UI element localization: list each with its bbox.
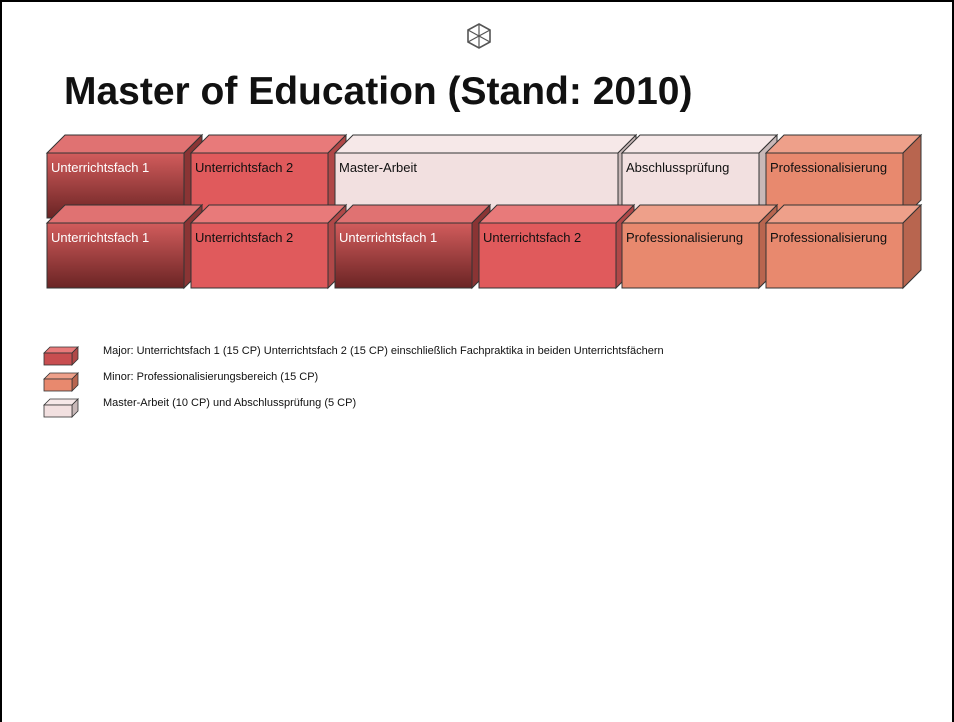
block-top-face xyxy=(477,204,636,224)
block-top-face xyxy=(189,134,348,154)
legend-text: Minor: Professionalisierungsbereich (15 … xyxy=(103,371,318,383)
block-top-face xyxy=(333,204,492,224)
block-top-face xyxy=(189,204,348,224)
legend-swatch xyxy=(43,404,73,418)
block-front-face xyxy=(190,222,329,289)
block-label: Unterrichtsfach 1 xyxy=(51,160,149,175)
legend-swatch xyxy=(43,378,73,392)
block-label: Unterrichtsfach 1 xyxy=(51,230,149,245)
legend-item: Master-Arbeit (10 CP) und Abschlussprüfu… xyxy=(43,397,356,418)
block-label: Unterrichtsfach 2 xyxy=(483,230,581,245)
block-top-face xyxy=(620,204,779,224)
legend-item: Major: Unterrichtsfach 1 (15 CP) Unterri… xyxy=(43,345,664,366)
block-top-face xyxy=(620,134,779,154)
page-title: Master of Education (Stand: 2010) xyxy=(64,70,693,113)
block-label: Abschlussprüfung xyxy=(626,160,729,175)
legend-item: Minor: Professionalisierungsbereich (15 … xyxy=(43,371,318,392)
block-front-face xyxy=(46,222,185,289)
diagram-row-2: Unterrichtsfach 1 Unterrichtsfach 2 Unterr… xyxy=(45,203,923,290)
module-block: Professionalisierung xyxy=(764,203,923,290)
module-block: Unterrichtsfach 1 xyxy=(333,203,492,290)
logo-icon xyxy=(467,23,491,49)
legend-text: Master-Arbeit (10 CP) und Abschlussprüfu… xyxy=(103,397,356,409)
module-block: Professionalisierung xyxy=(620,203,779,290)
block-label: Professionalisierung xyxy=(770,230,887,245)
block-top-face xyxy=(45,204,204,224)
block-label: Master-Arbeit xyxy=(339,160,417,175)
block-top-face xyxy=(764,204,923,224)
block-label: Unterrichtsfach 2 xyxy=(195,160,293,175)
block-label: Unterrichtsfach 1 xyxy=(339,230,437,245)
module-block: Unterrichtsfach 2 xyxy=(477,203,636,290)
block-front-face xyxy=(478,222,617,289)
block-front-face xyxy=(334,222,473,289)
module-block: Unterrichtsfach 1 xyxy=(45,203,204,290)
block-top-face xyxy=(45,134,204,154)
block-front-face xyxy=(621,222,760,289)
module-block: Unterrichtsfach 2 xyxy=(189,203,348,290)
block-label: Professionalisierung xyxy=(770,160,887,175)
block-top-face xyxy=(333,134,638,154)
legend-swatch xyxy=(43,352,73,366)
block-label: Unterrichtsfach 2 xyxy=(195,230,293,245)
block-top-face xyxy=(764,134,923,154)
legend-text: Major: Unterrichtsfach 1 (15 CP) Unterri… xyxy=(103,345,664,357)
block-front-face xyxy=(765,222,904,289)
block-label: Professionalisierung xyxy=(626,230,743,245)
